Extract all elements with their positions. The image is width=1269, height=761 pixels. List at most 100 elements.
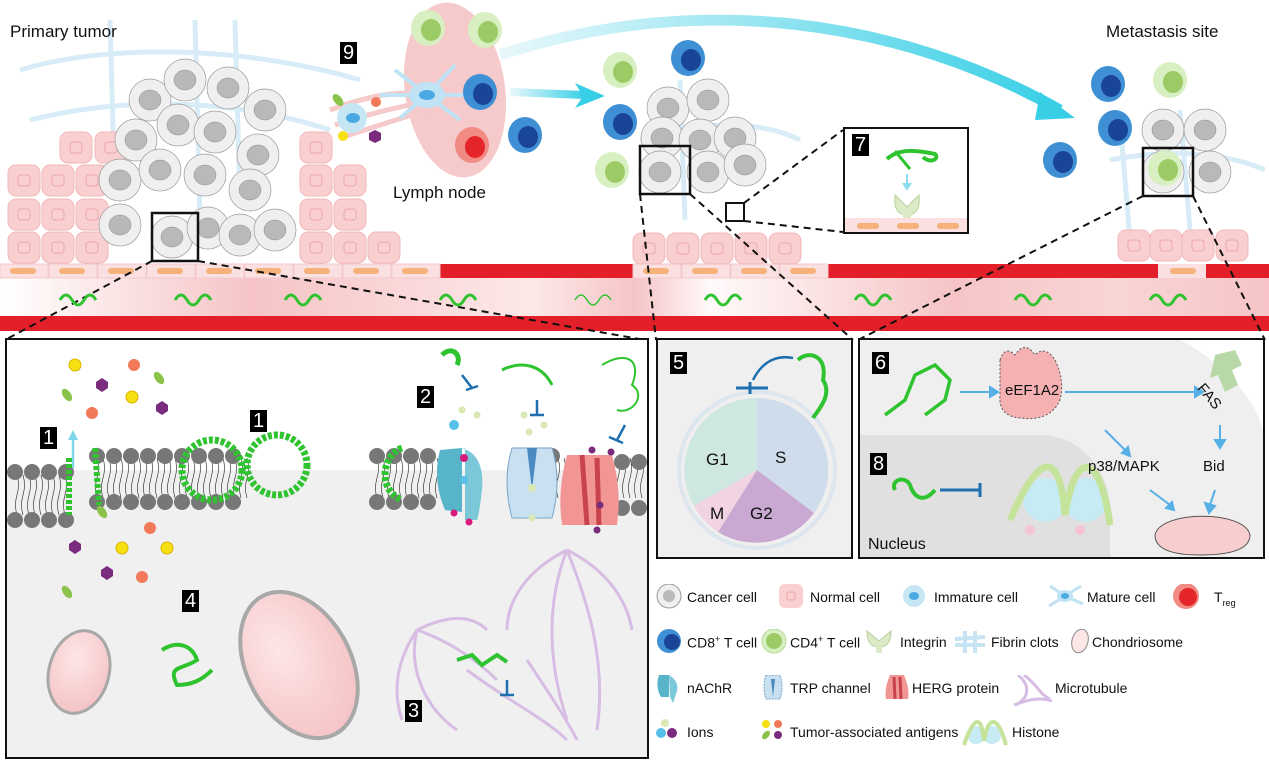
normal-cell: [1215, 229, 1249, 262]
normal-cell: [299, 164, 333, 197]
normal-cell: [7, 198, 41, 231]
bid-label: Bid: [1203, 458, 1225, 475]
step-8-badge: 8: [870, 453, 888, 475]
normal-cell: [700, 232, 734, 265]
peptide-toxin: [283, 293, 323, 307]
p38-mapk-label: p38/MAPK: [1088, 458, 1160, 475]
legend-label: Treg: [1214, 589, 1236, 608]
s-sector: [757, 398, 829, 513]
lipid-head: [24, 464, 40, 480]
m-sector: [694, 470, 757, 532]
peptide-toxin: [853, 293, 893, 307]
chondriosome-large: [238, 589, 360, 741]
histone-icon: [962, 720, 1008, 746]
lipid-head: [7, 464, 23, 480]
panel-5-cell-cycle: 5 G1 S G2 M: [656, 338, 853, 559]
lymph-node-label: Lymph node: [393, 183, 486, 202]
integrin-icon: [866, 629, 892, 653]
lipid-head: [140, 448, 156, 464]
blood-vessel-lumen: [0, 278, 1269, 316]
legend-label: Mature cell: [1087, 589, 1156, 605]
microtubule-icon: [1013, 675, 1053, 707]
vessel-wall-bottom: [0, 316, 1269, 331]
cancer-cell-icon: [656, 584, 682, 609]
legend-label: nAChR: [687, 680, 733, 696]
ions-icon: [656, 719, 677, 738]
tumor-antigens-icon: [762, 720, 782, 740]
normal-cell: [299, 131, 333, 164]
normal-cell: [333, 231, 367, 264]
antigen: [136, 571, 148, 583]
step-4-badge: 4: [182, 590, 200, 612]
step-5-badge: 5: [670, 352, 688, 374]
lipid-head: [208, 448, 224, 464]
lipid-head: [41, 512, 57, 528]
legend-label: Normal cell: [810, 589, 881, 605]
antigen: [61, 388, 73, 402]
peptide-toxin: [1148, 293, 1188, 307]
step-6-badge: 6: [872, 352, 890, 374]
normal-cell: [367, 231, 401, 264]
lipid-head: [7, 512, 23, 528]
microtubules: [395, 548, 634, 742]
mature-cell-icon: [1048, 584, 1084, 608]
legend-label: Fibrin clots: [991, 634, 1059, 650]
zoom-lines: [4, 129, 1266, 341]
mitochondrion: [1154, 515, 1251, 556]
peptide-toxin: [703, 293, 743, 307]
lipid-head: [369, 448, 385, 464]
cd4-t-cell-icon: [761, 629, 787, 654]
normal-cell: [768, 232, 802, 265]
herg-protein-icon: [885, 675, 909, 700]
nachr-channel: [436, 448, 483, 526]
legend-label: Chondriosome: [1092, 634, 1184, 650]
fibrin-clots-icon: [955, 631, 986, 653]
peptide-toxin: [1013, 293, 1053, 307]
normal-cell-icon: [779, 584, 803, 608]
metastasis-arrow: [498, 14, 1063, 115]
lipid-head: [123, 448, 139, 464]
step-2-badge: 2: [417, 386, 435, 408]
endothelium-primary: [0, 263, 441, 279]
legend-label: Microtubule: [1055, 680, 1128, 696]
lipid-head: [403, 448, 419, 464]
antigen: [160, 541, 174, 555]
antigen: [115, 541, 129, 555]
normal-cell: [299, 231, 333, 264]
normal-cell: [41, 198, 75, 231]
panel-membrane: 1 1 2 3 4: [5, 338, 649, 759]
lipid-head: [614, 454, 630, 470]
cancer-cells: [98, 58, 1232, 259]
antigen: [144, 522, 156, 534]
step-9-badge: 9: [340, 42, 358, 64]
normal-cell: [1149, 229, 1183, 262]
antigen: [61, 585, 73, 599]
normal-cell: [7, 231, 41, 264]
antigen: [101, 566, 113, 580]
eef1a2-protein: [999, 347, 1063, 420]
zoom-box-primary: [150, 211, 200, 263]
integrin-icon: [894, 193, 920, 216]
legend-label: TRP channel: [790, 680, 871, 696]
phase-s-label: S: [775, 448, 787, 467]
antigen: [68, 358, 82, 372]
phase-g2-label: G2: [750, 504, 773, 523]
normal-cell: [41, 164, 75, 197]
lipid-head: [403, 494, 419, 510]
lipid-head: [123, 494, 139, 510]
zoom-box-integrin: [725, 202, 745, 222]
normal-cell: [734, 232, 768, 265]
lipid-head: [420, 448, 436, 464]
peptide-toxin: [173, 293, 213, 307]
antigen: [128, 359, 140, 371]
step-7-badge: 7: [852, 134, 870, 156]
eef1a2-label: eEF1A2: [1005, 382, 1060, 399]
peptide-toxin: [438, 293, 478, 307]
lipid-head: [631, 454, 647, 470]
trp-channel: [506, 447, 558, 522]
normal-cell: [7, 164, 41, 197]
legend-label: CD8+ T cell: [687, 634, 758, 651]
zoom-box-meta: [1141, 146, 1195, 198]
phase-g1-label: G1: [706, 450, 729, 469]
legend-label: HERG protein: [912, 680, 1000, 696]
